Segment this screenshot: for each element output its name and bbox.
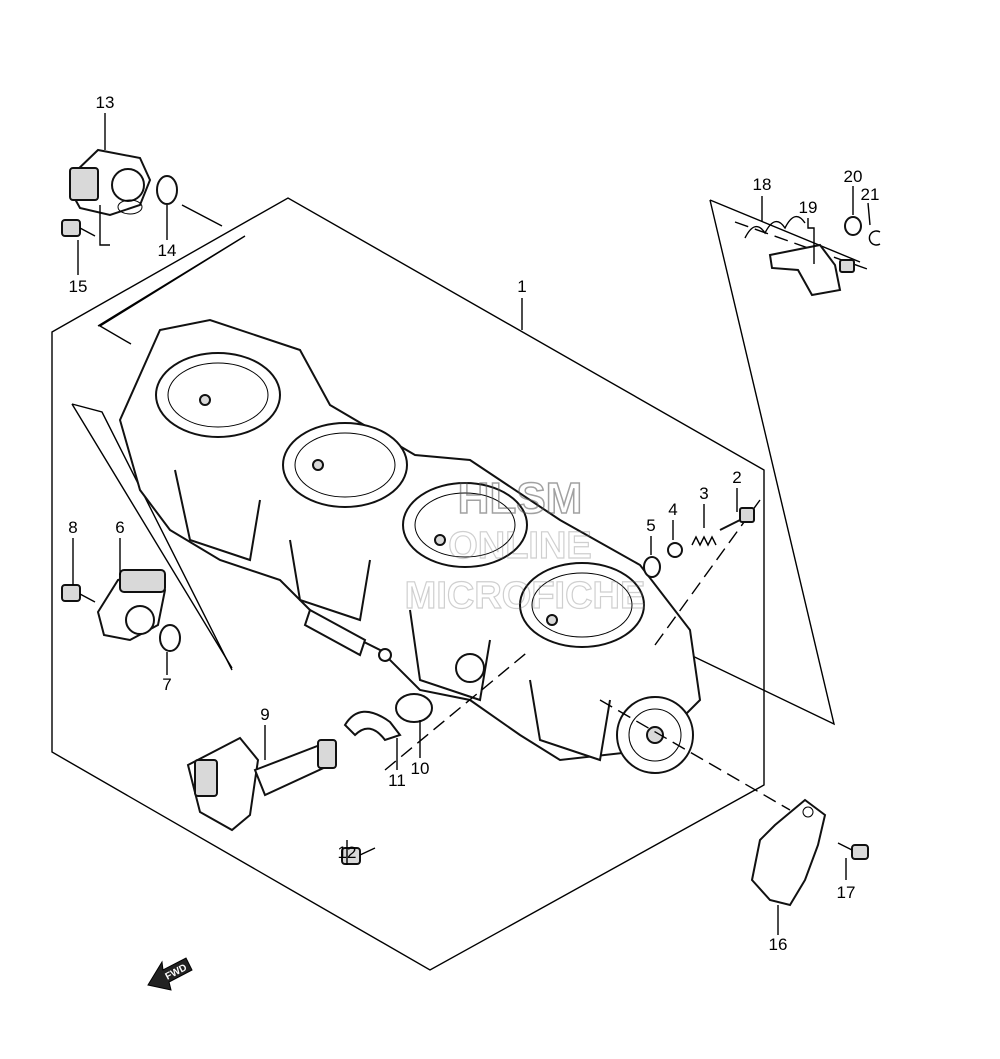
throttle-body-assembly xyxy=(118,318,702,774)
callout-1: 1 xyxy=(517,277,526,296)
callout-13: 13 xyxy=(96,93,115,112)
centerline-bracket-16 xyxy=(599,699,791,811)
part-17-screw xyxy=(837,842,869,860)
callout-5: 5 xyxy=(646,516,655,535)
sensor-bracket-left xyxy=(71,403,233,671)
inner-bracket-top xyxy=(97,235,246,345)
fwd-arrow-icon: FWD xyxy=(147,957,193,991)
callout-21: 21 xyxy=(861,185,880,204)
part-3-spring xyxy=(691,535,717,547)
part-4-washer xyxy=(667,542,683,558)
leader-21 xyxy=(867,202,871,226)
callout-11: 11 xyxy=(388,771,406,790)
callout-10: 10 xyxy=(411,759,430,778)
callout-2: 2 xyxy=(732,468,741,487)
centerline-sensor-9 xyxy=(384,649,531,771)
callout-3: 3 xyxy=(699,484,708,503)
part-9-sensor xyxy=(186,736,337,832)
callout-14: 14 xyxy=(158,241,177,260)
watermark-line3: MICROFICHE xyxy=(405,575,646,617)
callout-9: 9 xyxy=(260,705,269,724)
watermark-line2: ONLINE xyxy=(448,525,592,567)
fwd-label: FWD xyxy=(164,962,189,982)
callout-12: 12 xyxy=(338,843,357,862)
part-18-spring xyxy=(744,215,806,239)
right-bracket-long xyxy=(679,199,836,726)
part-19-lever xyxy=(768,243,855,297)
part-15-screw xyxy=(61,219,96,237)
part-8-screw xyxy=(61,584,96,603)
part-21-clip xyxy=(868,230,881,246)
callout-20: 20 xyxy=(844,167,863,186)
callout-7: 7 xyxy=(162,675,171,694)
leader-13-group xyxy=(99,205,110,246)
callout-16: 16 xyxy=(769,935,788,954)
assembly-boundary xyxy=(51,197,765,971)
part-7-o-ring xyxy=(159,624,181,652)
callout-6: 6 xyxy=(115,518,124,537)
sensor-bracket-lower xyxy=(71,403,233,669)
part-5-o-ring xyxy=(643,556,661,578)
leader-19 xyxy=(807,218,815,264)
part-20-washer xyxy=(844,216,862,236)
callout-8: 8 xyxy=(68,518,77,537)
part-6-sensor xyxy=(96,569,167,642)
callout-15: 15 xyxy=(69,277,88,296)
part-10-o-ring xyxy=(395,693,433,723)
top-left-group-leader xyxy=(181,204,223,227)
callout-17: 17 xyxy=(837,883,856,902)
callout-4: 4 xyxy=(668,500,677,519)
callout-18: 18 xyxy=(753,175,772,194)
part-11-bracket xyxy=(343,710,402,742)
part-16-bracket xyxy=(750,798,827,907)
callout-19: 19 xyxy=(799,198,818,217)
centerline-screw-18-19 xyxy=(734,221,871,271)
part-13-sensor xyxy=(68,148,152,217)
part-2-screw xyxy=(719,507,755,531)
right-bracket xyxy=(709,199,861,263)
part-14-o-ring xyxy=(156,175,178,205)
centerline-screws xyxy=(654,499,761,646)
watermark-line1: HLSM xyxy=(458,474,583,523)
